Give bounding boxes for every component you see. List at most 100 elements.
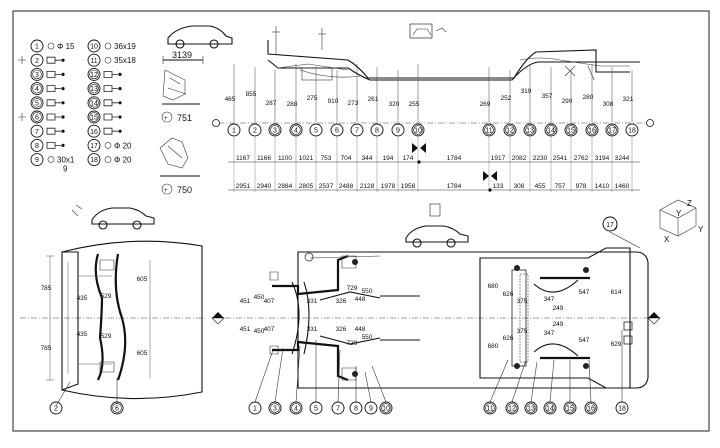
- bottom-marker-label-1: 1: [253, 406, 257, 413]
- legend-dot-icon-13: [118, 87, 122, 91]
- legend-desc-9: 30x1: [57, 156, 75, 165]
- bottom-rear_r-bottom: 547: [579, 337, 590, 344]
- car-3q-icon-left: [71, 204, 155, 230]
- bottom-front_mid2-top: 326: [336, 298, 347, 305]
- svg-text:+: +: [164, 188, 168, 194]
- axis-point-label-15: 15: [567, 128, 575, 135]
- bottom-marker-3-inner: [270, 403, 280, 413]
- legend-num-8: 8: [35, 143, 39, 150]
- axis-point-11-inner: [484, 125, 494, 135]
- legend-dot-icon-2: [61, 58, 65, 62]
- svg-text:+: +: [164, 116, 168, 122]
- legend-num-2: 2: [35, 58, 39, 65]
- row-upper-7: 344: [362, 155, 373, 162]
- datum-symbol-left: [211, 312, 225, 325]
- bottom-front_mid-bottom: 331: [307, 326, 318, 333]
- bottom-rear_r-top: 547: [579, 289, 590, 296]
- bottom-marker-8: [349, 401, 363, 415]
- legend-marker-4-inner: [32, 83, 42, 94]
- bottom-left_inner-top: 450: [254, 294, 265, 301]
- profile-height-17: 308: [603, 101, 614, 108]
- profile-height-7: 273: [348, 100, 359, 107]
- bottom-marker-17: [602, 216, 618, 232]
- axis-point-label-7: 7: [355, 128, 359, 135]
- legend-marker-11: [87, 53, 101, 67]
- bottom-left_inner-bottom: 450: [254, 328, 265, 335]
- bottom-marker-12-inner: [507, 403, 517, 413]
- svg-text:17: 17: [606, 222, 614, 229]
- bottom-left_outer-top: 451: [240, 298, 251, 305]
- row-lower-2: 2940: [257, 183, 272, 190]
- datum-dot-0: [417, 160, 421, 164]
- front-callout-label-6: 6: [115, 406, 119, 413]
- car-3q-icon-center: [405, 203, 469, 248]
- profile-height-15: 290: [562, 98, 573, 105]
- bottom-marker-3: [268, 401, 282, 415]
- axis-point-11: [482, 123, 496, 137]
- axis-point-15-inner: [566, 125, 576, 135]
- bottom-rear_l2-top: 626: [503, 291, 514, 298]
- legend-dot-icon-14: [118, 101, 122, 105]
- legend-num-13: 13: [90, 86, 98, 93]
- row-upper-14: 2541: [553, 155, 568, 162]
- bottom-marker-label-8: 8: [354, 406, 358, 413]
- row-lower-8: 1978: [381, 183, 396, 190]
- bottom-marker-14-inner: [545, 403, 555, 413]
- bottom-marker-13: [524, 401, 538, 415]
- axis-point-16: [585, 123, 599, 137]
- profile-height-1: 465: [225, 96, 236, 103]
- front-view-chassis: [20, 240, 205, 400]
- legend-dot-icon-5: [61, 101, 65, 105]
- row-upper-12: 2082: [512, 155, 527, 162]
- legend-desc-1: Φ 15: [57, 42, 75, 51]
- legend-desc-17: Φ 20: [114, 141, 132, 150]
- axis-point-label-6: 6: [335, 128, 339, 135]
- legend-marker-12: [87, 67, 101, 81]
- datum-symbol-right: [647, 312, 661, 325]
- row-lower-4: 2805: [299, 183, 314, 190]
- profile-height-10: 255: [409, 101, 420, 108]
- bottom-marker-label-3: 3: [273, 406, 277, 413]
- axis-point-4: [289, 123, 303, 137]
- bottom-marker-16-inner: [586, 403, 596, 413]
- axis-point-7: [350, 123, 364, 137]
- bottom-marker-1: [248, 401, 262, 415]
- legend-num-4: 4: [35, 86, 39, 93]
- front-r-top: 605: [137, 276, 148, 283]
- bottom-marker-9: [364, 401, 378, 415]
- bottom-left_inner2-top: 407: [264, 298, 275, 305]
- legend-marker-8: [30, 138, 44, 152]
- bottom-marker-10-inner: [381, 403, 391, 413]
- legend-num-10: 10: [90, 44, 98, 51]
- row-lower-7: 2128: [360, 183, 375, 190]
- bottom-front_right-bottom: 448: [355, 326, 366, 333]
- row-lower-10: 1784: [447, 183, 462, 190]
- bottom-rear_l3-bottom: 375: [517, 328, 528, 335]
- bottom-marker-label-4: 4: [294, 406, 298, 413]
- legend-bolt-icon-7: [46, 127, 61, 135]
- row-lower-5: 2537: [319, 183, 334, 190]
- legend-hole-icon-10: [104, 42, 112, 50]
- legend-bolt-icon-14: [103, 99, 118, 107]
- jack-detail-icon: [162, 69, 200, 105]
- legend-bolt-icon-2: [46, 56, 61, 64]
- row-lower-14: 757: [555, 183, 566, 190]
- bottom-rear_c-top: 347: [544, 296, 555, 303]
- axis-point-label-3: 3: [273, 128, 277, 135]
- legend-num-17: 17: [90, 143, 98, 150]
- axis-point-13: [523, 123, 537, 137]
- legend-num-15: 15: [90, 115, 98, 122]
- axis-point-label-5: 5: [314, 128, 318, 135]
- legend-desc2-9: 9: [63, 165, 68, 174]
- legend-marker-14: [87, 96, 101, 110]
- row-upper-8: 194: [383, 155, 394, 162]
- row-upper-2: 1166: [257, 155, 271, 162]
- bottom-marker-label-13: 13: [527, 406, 535, 413]
- row-upper-10: 1784: [447, 155, 462, 162]
- axis-point-3-inner: [270, 125, 280, 135]
- axis-point-label-14: 14: [547, 128, 555, 135]
- row-upper-6: 704: [341, 155, 352, 162]
- datum-arrow-right-1: [491, 171, 497, 181]
- bottom-marker-10: [379, 401, 393, 415]
